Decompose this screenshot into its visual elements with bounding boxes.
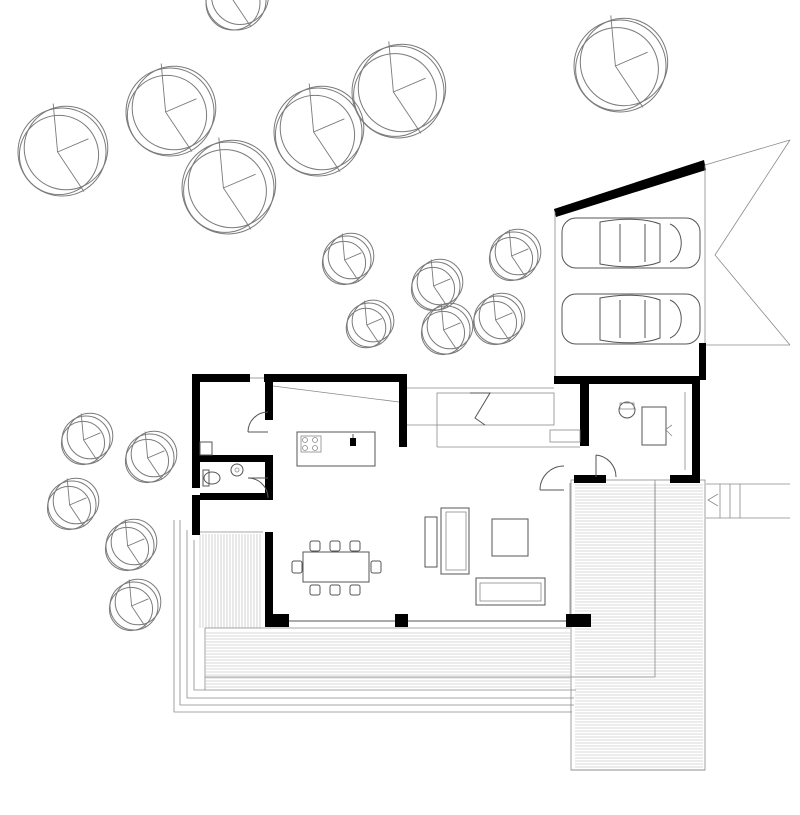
chair-icon bbox=[370, 560, 382, 574]
tree-icon bbox=[345, 299, 395, 349]
chair-icon bbox=[309, 540, 321, 552]
tree-icon bbox=[273, 83, 365, 177]
carport bbox=[554, 139, 791, 380]
tree-icon bbox=[488, 228, 542, 282]
chair-icon bbox=[329, 540, 341, 552]
chair-icon bbox=[291, 560, 303, 574]
tree-icon bbox=[205, 0, 269, 31]
tree-icon bbox=[573, 15, 669, 113]
tree-icon bbox=[125, 63, 217, 157]
kitchen-island-icon bbox=[296, 431, 376, 467]
chair-icon bbox=[309, 584, 321, 596]
car-icon bbox=[561, 217, 701, 269]
tree-icon bbox=[108, 578, 162, 632]
tree-icon bbox=[420, 302, 474, 356]
entry-steps bbox=[706, 483, 790, 519]
tree-icon bbox=[124, 430, 178, 484]
terrace-outline bbox=[173, 479, 706, 771]
chair-icon bbox=[349, 540, 361, 552]
tree-icon bbox=[472, 292, 526, 346]
sofa-icon bbox=[424, 507, 546, 606]
tree-icon bbox=[46, 477, 100, 531]
chair-icon bbox=[349, 584, 361, 596]
car-icon bbox=[561, 293, 701, 345]
carport-roof-beam bbox=[554, 160, 706, 217]
tree-icon bbox=[17, 103, 109, 197]
tree-icon bbox=[104, 518, 158, 572]
tree-icon bbox=[351, 41, 447, 139]
toilet-icon bbox=[199, 441, 244, 487]
tree-icon bbox=[181, 137, 277, 235]
chair-icon bbox=[329, 584, 341, 596]
dining-table-icon bbox=[291, 540, 382, 596]
walls bbox=[192, 374, 700, 627]
tree-icon bbox=[410, 258, 464, 312]
tree-icon bbox=[60, 412, 114, 466]
trees-group bbox=[17, 0, 669, 632]
tree-icon bbox=[321, 232, 375, 286]
doors bbox=[247, 377, 617, 499]
desk-icon bbox=[618, 401, 673, 446]
stair-icon bbox=[272, 385, 581, 448]
